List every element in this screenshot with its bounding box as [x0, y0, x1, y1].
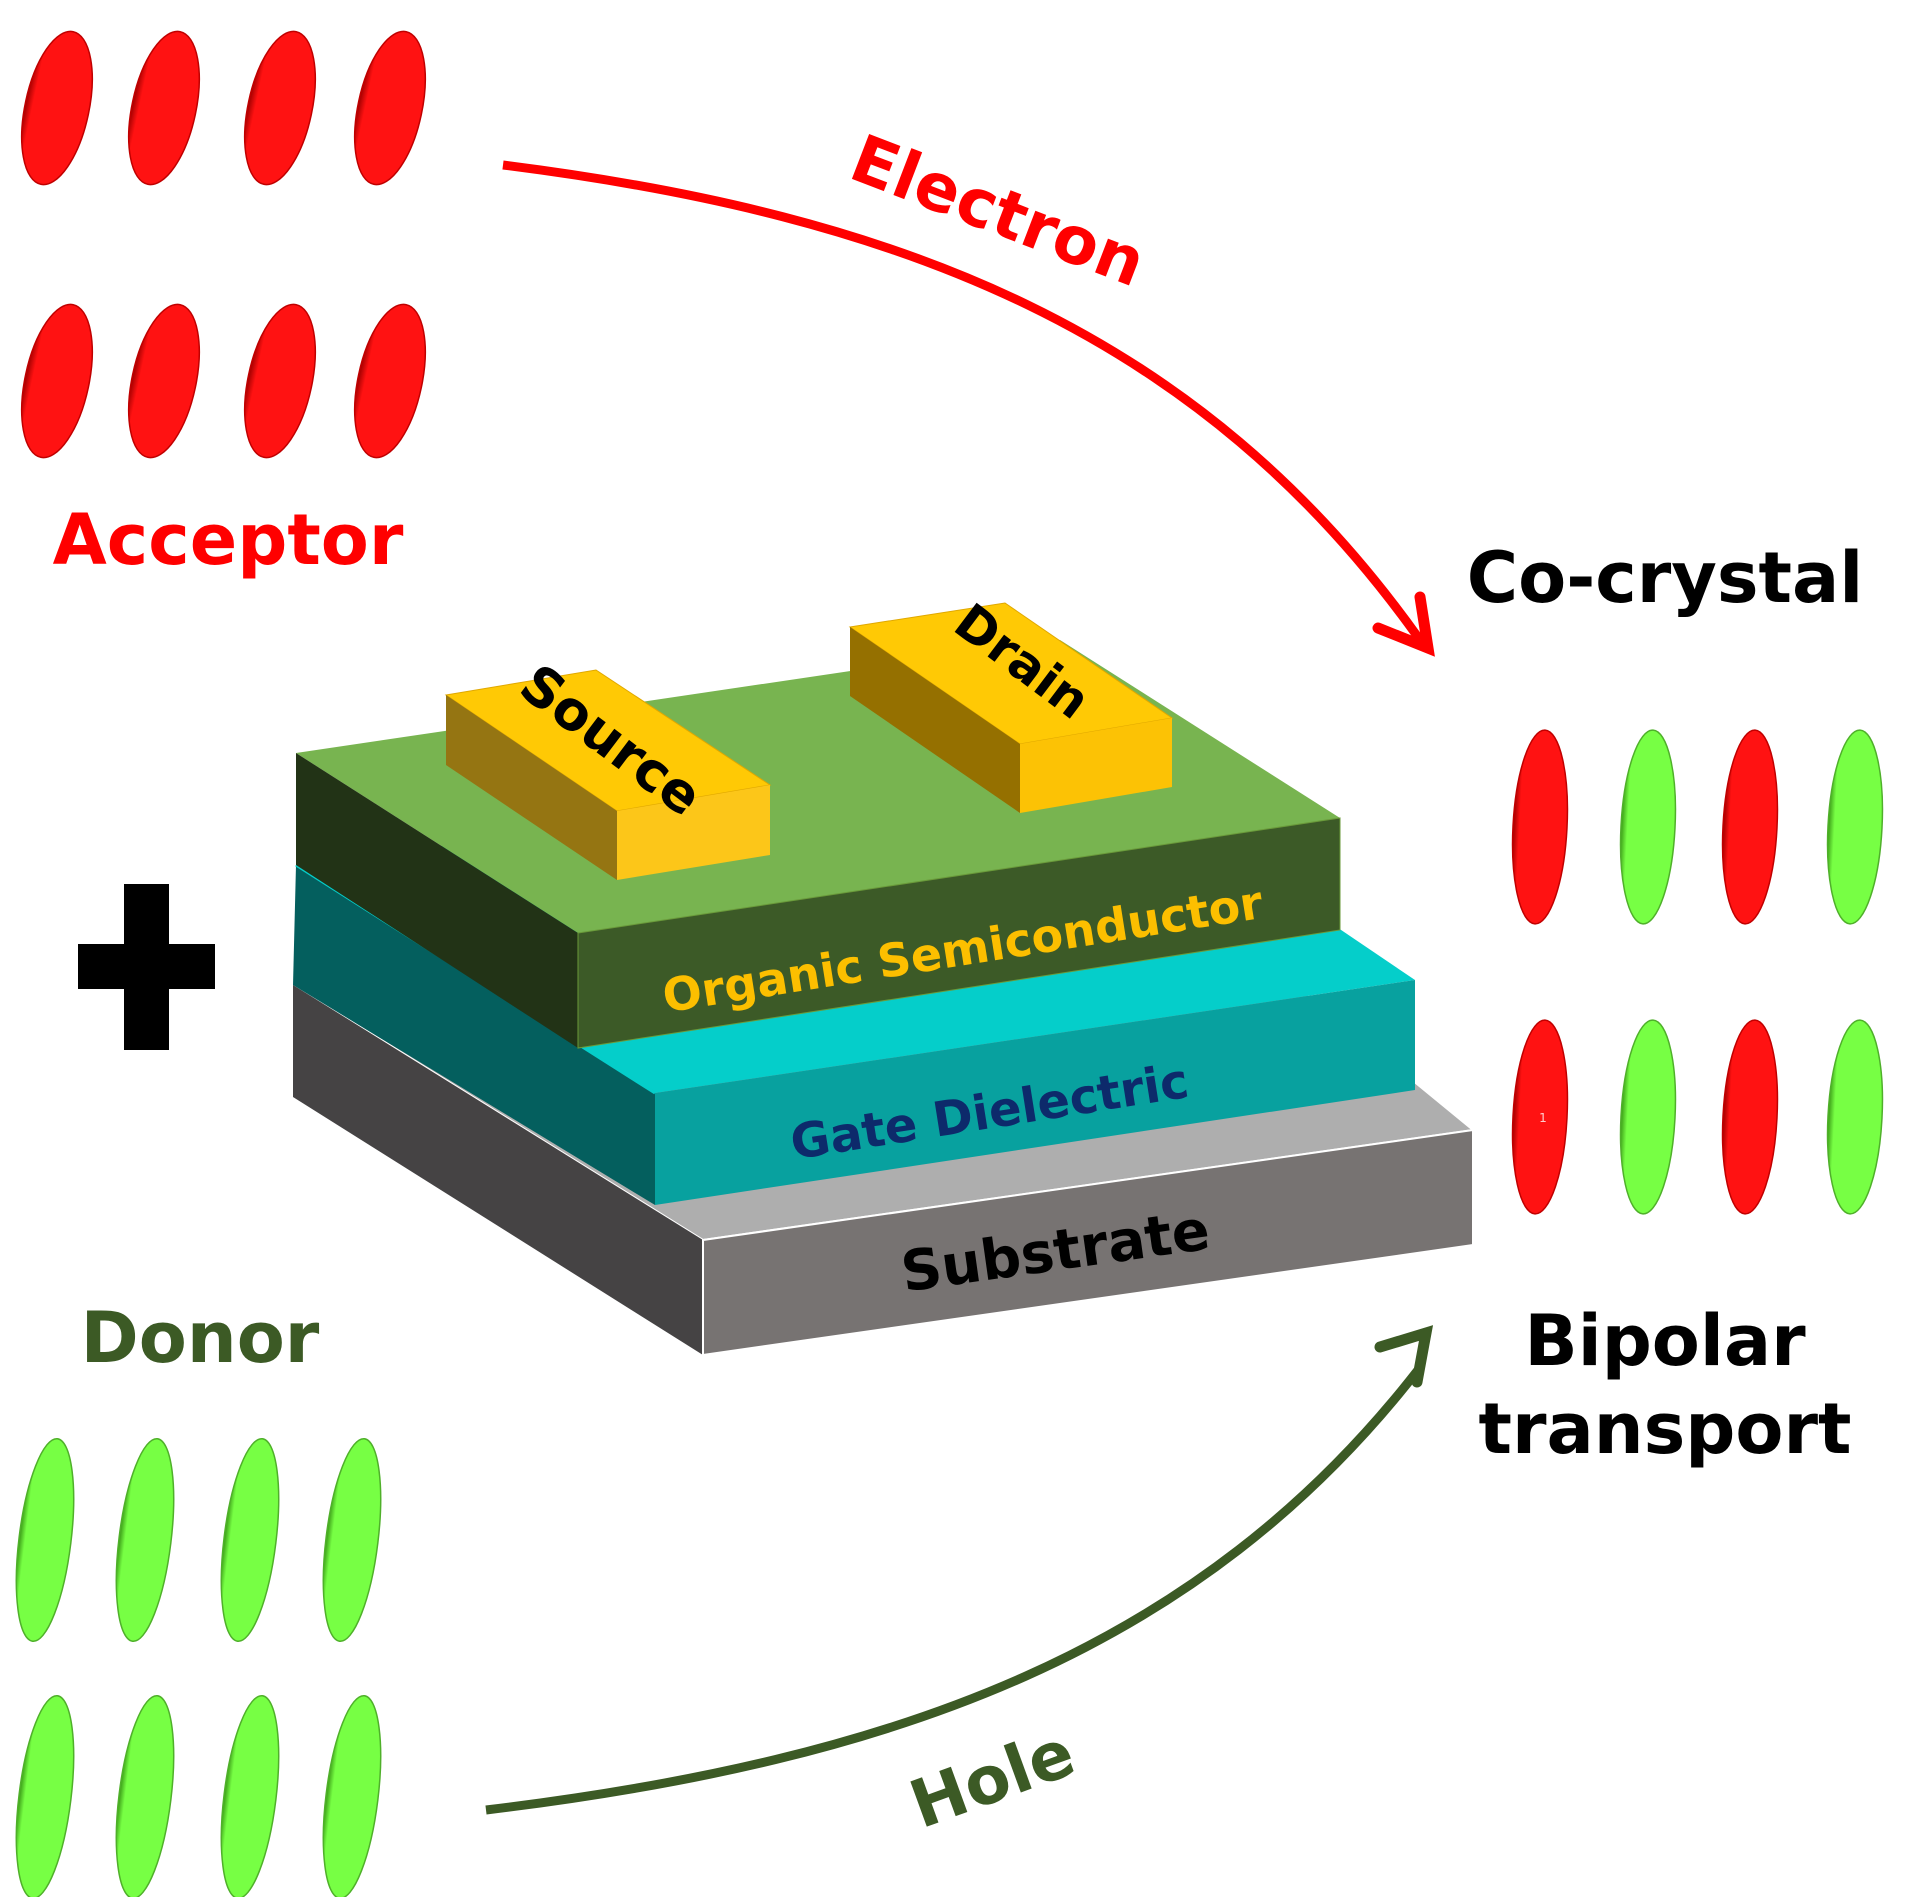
electron-arrow	[502, 160, 1435, 657]
cocrystal-molecule	[1721, 729, 1779, 925]
donor-molecules	[15, 1437, 382, 1897]
acceptor-molecules	[20, 30, 427, 459]
cocrystal-molecule	[1826, 729, 1884, 925]
acceptor-molecule	[353, 303, 427, 459]
acceptor-label: Acceptor	[53, 499, 404, 581]
electron-label: Electron	[840, 120, 1155, 302]
acceptor-molecule	[20, 30, 94, 186]
acceptor-molecule	[243, 303, 317, 459]
donor-molecule	[322, 1437, 382, 1643]
plus-icon	[78, 884, 215, 1050]
donor-molecule	[15, 1694, 75, 1897]
bipolar-transport-label-line2: transport	[1479, 1388, 1852, 1470]
donor-label: Donor	[81, 1297, 320, 1379]
acceptor-molecule	[127, 303, 201, 459]
acceptor-molecule	[127, 30, 201, 186]
acceptor-molecule	[20, 303, 94, 459]
donor-molecule	[115, 1694, 175, 1897]
cocrystal-molecule	[1826, 1019, 1884, 1215]
hole-label: Hole	[900, 1714, 1084, 1844]
donor-molecule	[322, 1694, 382, 1897]
ofet-device: Substrate Gate Dielectric Organic Semico…	[290, 592, 1476, 1357]
donor-molecule	[115, 1437, 175, 1643]
cocrystal-molecule	[1619, 1019, 1677, 1215]
cocrystal-marker: 1	[1539, 1111, 1547, 1125]
source-electrode: Source	[444, 652, 772, 880]
donor-molecule	[15, 1437, 75, 1643]
acceptor-molecule	[353, 30, 427, 186]
cocrystal-molecule	[1511, 729, 1569, 925]
acceptor-molecule	[243, 30, 317, 186]
donor-molecule	[220, 1437, 280, 1643]
donor-molecule	[220, 1694, 280, 1897]
cocrystal-molecules	[1511, 729, 1884, 1215]
cocrystal-label: Co-crystal	[1467, 537, 1864, 619]
cocrystal-molecule	[1721, 1019, 1779, 1215]
bipolar-transport-label-line1: Bipolar	[1524, 1300, 1806, 1382]
hole-arrow	[485, 1325, 1434, 1815]
cocrystal-molecule	[1511, 1019, 1569, 1215]
cocrystal-molecule	[1619, 729, 1677, 925]
